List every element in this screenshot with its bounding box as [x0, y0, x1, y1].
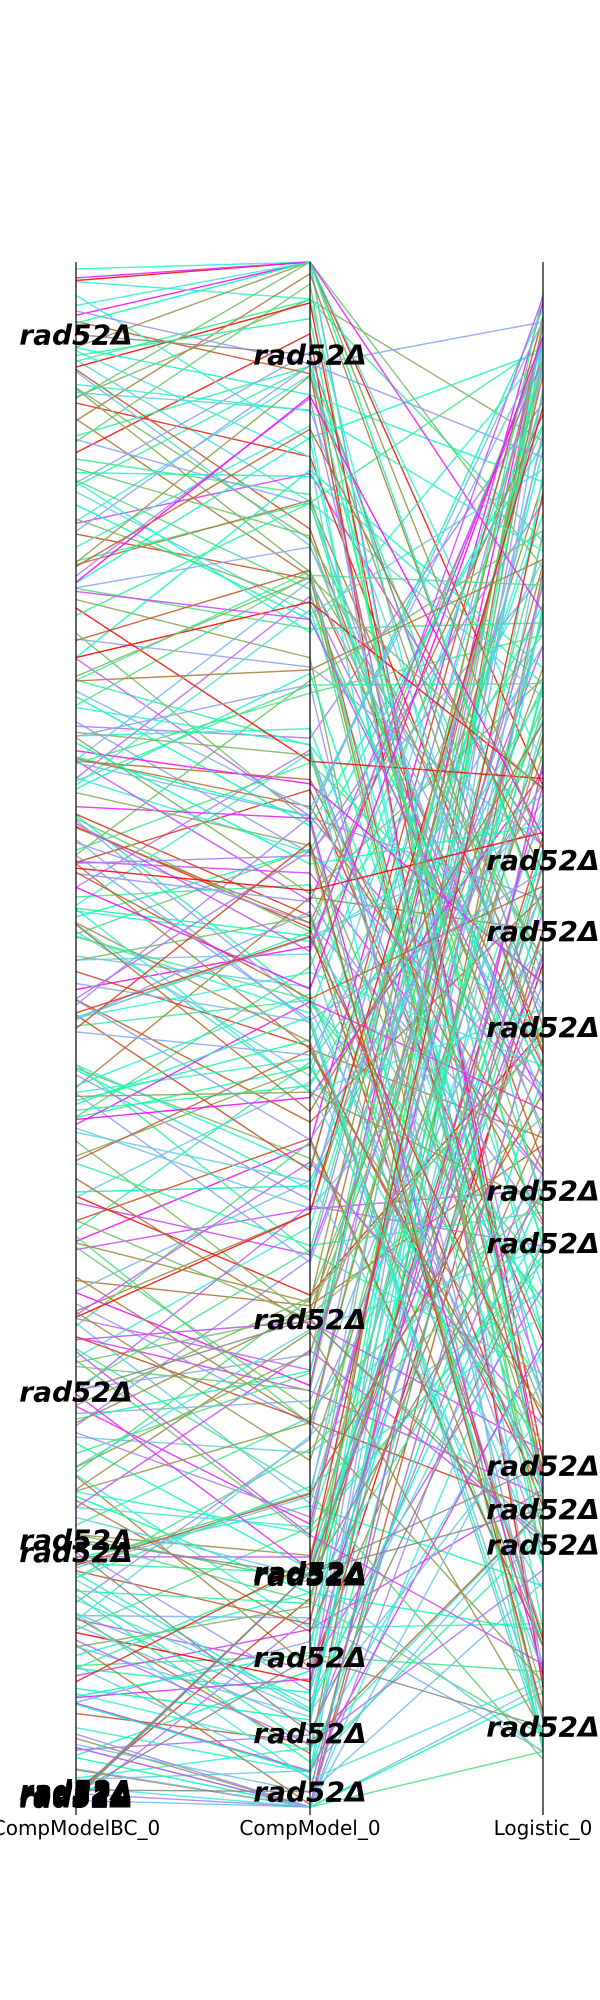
- axis-labels: CompModelBC_0 CompModel_0 Logistic_0: [0, 1816, 592, 1840]
- highlight-label: rad52Δ: [253, 339, 366, 372]
- highlight-label: rad52Δ: [19, 319, 132, 352]
- highlight-label: rad52Δ: [486, 1175, 599, 1208]
- highlight-label: rad52Δ: [19, 1375, 132, 1408]
- highlight-label: rad52Δ: [486, 1528, 599, 1561]
- highlight-label: rad52Δ: [486, 1493, 599, 1526]
- axis-label: Logistic_0: [494, 1816, 593, 1840]
- highlight-label: rad52Δ: [253, 1556, 366, 1589]
- highlight-label: rad52Δ: [19, 1782, 132, 1815]
- highlight-label: rad52Δ: [19, 1524, 132, 1557]
- highlight-label: rad52Δ: [486, 1011, 599, 1044]
- axes: [75, 262, 544, 1815]
- highlight-label: rad52Δ: [253, 1556, 366, 1589]
- highlight-label: rad52Δ: [19, 1774, 132, 1807]
- gene-labels: rad52Δrad52Δrad52Δrad52Δrad52Δrad52Δrad5…: [19, 319, 599, 1815]
- axis-label: CompModelBC_0: [0, 1816, 160, 1840]
- highlight-label: rad52Δ: [486, 844, 599, 877]
- highlight-label: rad52Δ: [19, 1779, 132, 1812]
- axis-label: CompModel_0: [239, 1816, 380, 1840]
- highlight-label: rad52Δ: [253, 1717, 366, 1750]
- highlight-label: rad52Δ: [486, 1227, 599, 1260]
- highlight-label: rad52Δ: [253, 1559, 366, 1592]
- highlight-label: rad52Δ: [253, 1303, 366, 1336]
- highlight-label: rad52Δ: [19, 1536, 132, 1569]
- highlight-label: rad52Δ: [253, 1641, 366, 1674]
- highlight-label: rad52Δ: [19, 1777, 132, 1810]
- highlight-label: rad52Δ: [19, 1780, 132, 1813]
- highlight-label: rad52Δ: [486, 1450, 599, 1483]
- highlight-label: rad52Δ: [253, 1556, 366, 1589]
- highlight-label: rad52Δ: [486, 915, 599, 948]
- highlight-label: rad52Δ: [253, 1776, 366, 1809]
- highlight-label: rad52Δ: [486, 1711, 599, 1744]
